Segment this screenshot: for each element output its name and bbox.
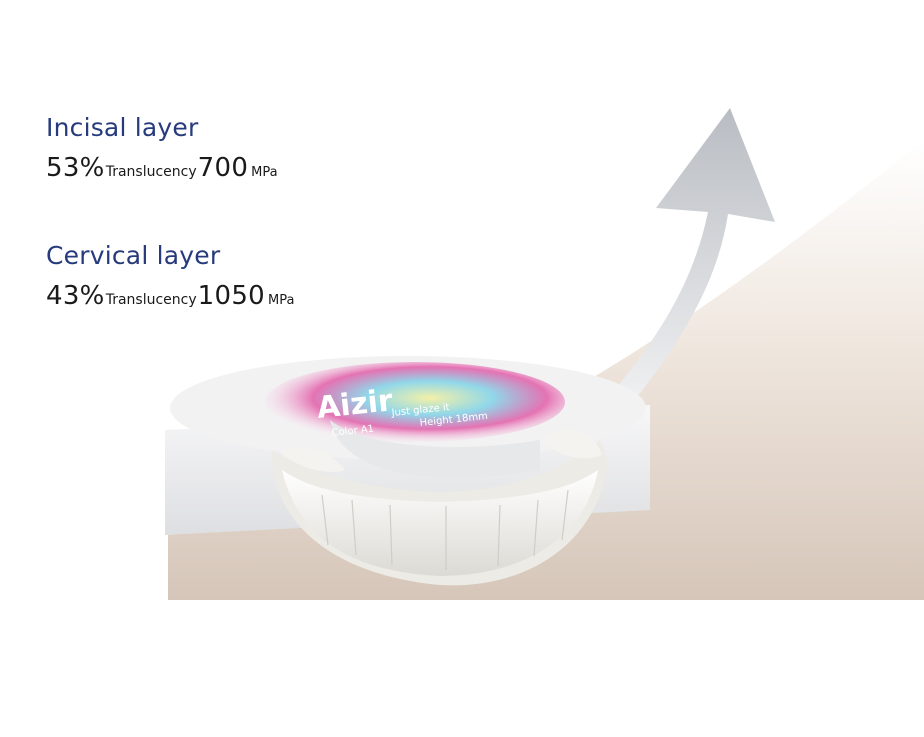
background-curve <box>168 140 924 600</box>
incisal-strength-value: 700 <box>197 153 249 183</box>
disc-brand-label: Aizir <box>315 383 394 426</box>
incisal-translucency-value: 53% <box>46 153 105 183</box>
incisal-translucency-label: Translucency <box>105 164 197 180</box>
disc-color-label: Color A1 <box>331 424 374 439</box>
incisal-layer-title: Incisal layer <box>46 113 199 142</box>
cervical-layer-title: Cervical layer <box>46 241 221 270</box>
dental-arch <box>271 429 608 586</box>
growth-arrow-icon <box>590 108 775 430</box>
incisal-strength-unit: MPa <box>251 165 278 180</box>
cervical-strength-value: 1050 <box>197 281 266 311</box>
cervical-strength-unit: MPa <box>268 293 295 308</box>
cervical-translucency-label: Translucency <box>105 292 197 308</box>
cervical-translucency-value: 43% <box>46 281 105 311</box>
